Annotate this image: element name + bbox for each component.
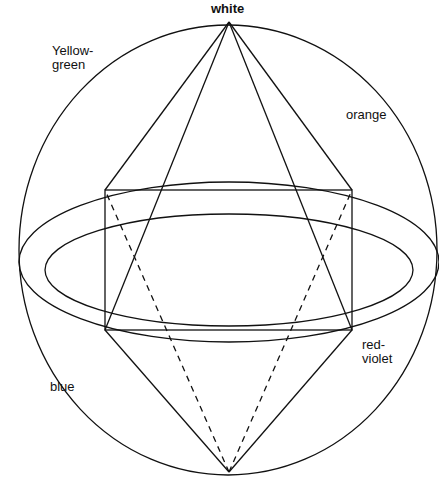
color-sphere [19,25,437,475]
inner-hue-ring [45,214,413,326]
upper-edge [229,22,352,330]
outer-hue-ring [19,182,439,342]
color-label: blue [50,380,75,394]
lower-edge [105,330,229,472]
color-label: red-violet [362,338,408,366]
base-square [105,190,352,330]
upper-edge [229,22,352,190]
color-label: white [211,2,244,16]
lower-edge [229,330,352,472]
hidden-edge [105,190,229,472]
color-label: orange [346,108,386,122]
color-label: Yellow-green [52,44,102,72]
hidden-edge [229,190,352,472]
upper-edge [105,22,229,330]
upper-edge [105,22,229,190]
